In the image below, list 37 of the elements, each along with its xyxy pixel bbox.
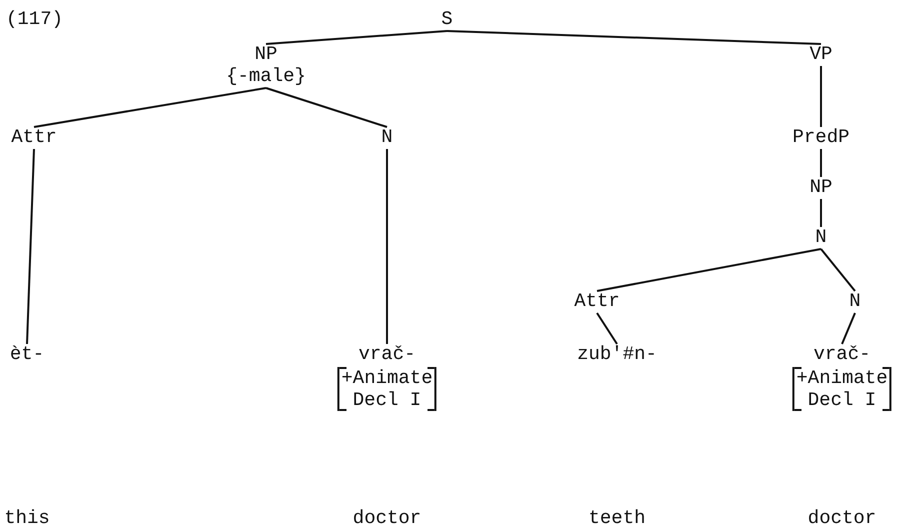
- tree-branch: [820, 149, 822, 177]
- node-label: VP: [810, 43, 832, 65]
- node-label: Attr: [11, 126, 57, 148]
- tree-branch: [266, 30, 448, 45]
- tree-branch: [820, 199, 822, 227]
- gloss-text: teeth: [588, 507, 646, 529]
- example-number: (117): [6, 8, 64, 30]
- node-label: PredP: [792, 126, 850, 148]
- node-label: N: [849, 290, 861, 312]
- node-label: Attr: [574, 290, 620, 312]
- feature-text: +Animate: [341, 367, 433, 389]
- gloss-text: this: [4, 507, 50, 529]
- node-label: vrač-: [358, 343, 416, 365]
- tree-branch: [34, 87, 266, 128]
- tree-branch: [266, 87, 388, 128]
- node-label: vrač-: [813, 343, 870, 365]
- tree-branch: [26, 148, 35, 344]
- tree-branch: [446, 30, 822, 45]
- tree-branch: [841, 312, 856, 344]
- feature-text: {-male}: [226, 65, 306, 87]
- node-label: èt-: [10, 343, 44, 365]
- tree-branch: [820, 248, 856, 292]
- gloss-text: doctor: [352, 507, 422, 529]
- node-label: N: [381, 126, 393, 148]
- node-label: zub'#n-: [577, 343, 657, 365]
- node-label: NP: [810, 176, 832, 198]
- node-label: N: [815, 226, 827, 248]
- tree-branch: [820, 66, 822, 127]
- tree-branch: [386, 149, 388, 344]
- node-label: S: [441, 8, 453, 30]
- tree-branch: [596, 312, 618, 345]
- feature-text: Decl I: [808, 389, 876, 411]
- feature-text: Decl I: [352, 389, 422, 411]
- node-label: NP: [254, 43, 278, 65]
- tree-branch: [596, 248, 822, 292]
- feature-text: +Animate: [796, 367, 888, 389]
- gloss-text: doctor: [808, 507, 876, 529]
